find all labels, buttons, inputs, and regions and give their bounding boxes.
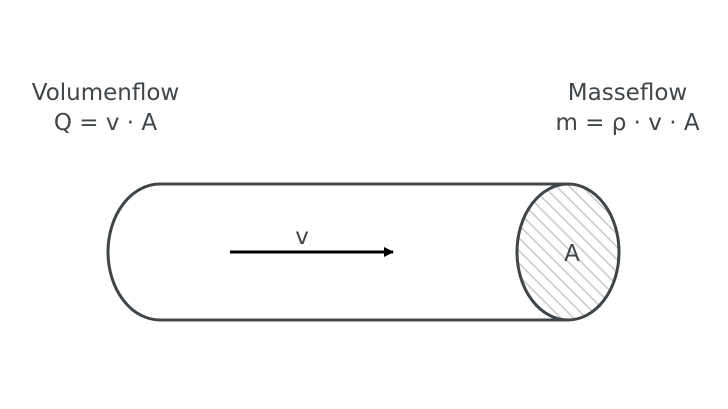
- velocity-label: v: [295, 224, 309, 250]
- volume-flow-formula: Q = v · A: [53, 110, 158, 136]
- mass-flow-label: Masseflow m = ρ · v · A: [545, 78, 710, 138]
- cross-section-area: [515, 182, 621, 322]
- volume-flow-label: Volumenflow Q = v · A: [18, 78, 193, 138]
- area-label: A: [564, 241, 580, 267]
- mass-flow-formula: m = ρ · v · A: [555, 110, 700, 136]
- volume-flow-title: Volumenflow: [31, 80, 180, 106]
- mass-flow-title: Masseflow: [567, 80, 688, 106]
